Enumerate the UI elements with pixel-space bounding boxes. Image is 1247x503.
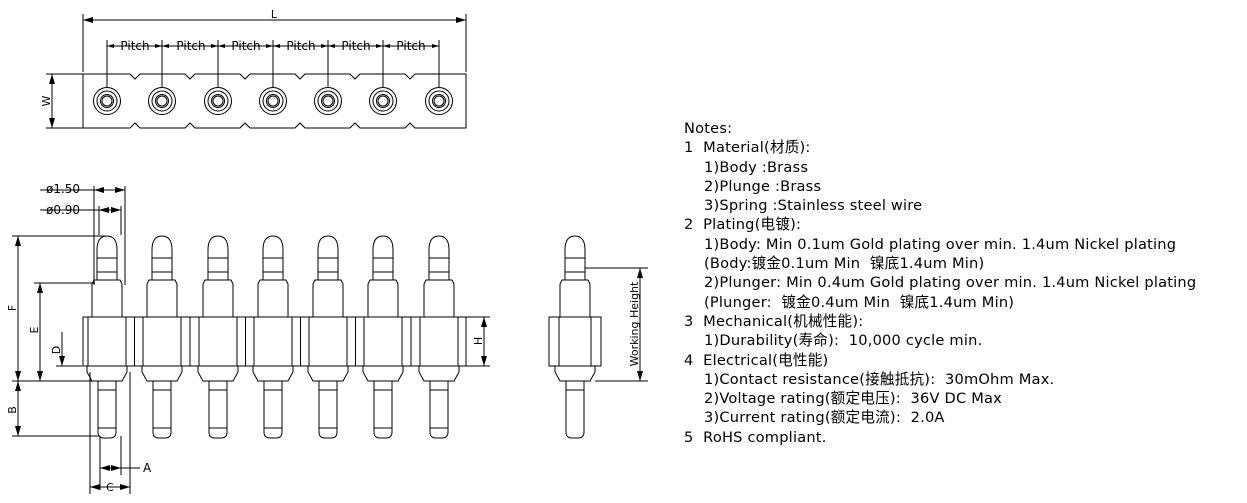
note-line: 3 Mechanical(机械性能): [684, 312, 864, 330]
dim-label-H: H [472, 337, 485, 345]
dim-label-pitch-1: Pitch [120, 39, 149, 53]
note-line: 2 Plating(电镀): [684, 216, 802, 234]
note-line: 2)Plunge :Brass [704, 177, 822, 195]
pin-hole [93, 87, 121, 115]
pin-hole [369, 87, 397, 115]
dim-label-pitch-6: Pitch [396, 39, 425, 53]
pogo-pin [197, 235, 239, 439]
dim-label-pitch-2: Pitch [176, 39, 205, 53]
dim-label-d150: ø1.50 [46, 182, 80, 196]
pogo-pin [86, 235, 128, 439]
insulator-body [82, 316, 467, 367]
dim-label-B: B [6, 406, 19, 414]
dim-label-working-height: Working Height [628, 281, 641, 366]
note-line: 2)Voltage rating(额定电压): 36V DC Max [704, 390, 1002, 408]
pogo-pin [362, 235, 404, 439]
note-line: Notes: [684, 120, 733, 137]
note-line: 2)Plunger: Min 0.4um Gold plating over m… [704, 274, 1197, 292]
dim-label-W: W [40, 95, 53, 106]
pin-hole [259, 87, 287, 115]
dim-label-pitch-5: Pitch [341, 39, 370, 53]
pogo-pin [252, 235, 294, 439]
note-line: 1)Body: Min 0.1um Gold plating over min.… [704, 235, 1177, 253]
pogo-pin [141, 235, 183, 439]
note-line: 1)Contact resistance(接触抵抗): 30mOhm Max. [704, 370, 1055, 388]
dim-label-F: F [6, 305, 19, 311]
note-line: 1 Material(材质): [684, 139, 811, 157]
front-view: ø1.50 ø0.90 F E D B [6, 182, 490, 494]
pogo-pin [418, 235, 460, 439]
dim-label-C: C [106, 481, 114, 494]
pin-hole [425, 87, 453, 115]
dim-label-d090: ø0.90 [46, 203, 80, 217]
note-line: 3)Spring :Stainless steel wire [704, 197, 923, 215]
pin-hole [148, 87, 176, 115]
dim-label-A: A [143, 461, 152, 475]
note-line: 1)Body :Brass [704, 158, 809, 176]
side-view: Working Height [548, 235, 648, 439]
note-line: (Plunger: 镀金0.4um Min 镍底1.4um Min) [704, 293, 1015, 311]
note-line: (Body:镀金0.1um Min 镍底1.4um Min) [704, 255, 985, 273]
dim-label-pitch-3: Pitch [231, 39, 260, 53]
dim-label-pitch-4: Pitch [286, 39, 315, 53]
pogo-pin [307, 235, 349, 439]
top-view: L Pitch Pitch Pitch Pitch Pitch Pitch W [40, 8, 467, 129]
dim-label-L: L [271, 8, 278, 21]
pin-hole [314, 87, 342, 115]
dim-label-D: D [50, 346, 63, 354]
note-line: 1)Durability(寿命): 10,000 cycle min. [704, 332, 983, 350]
note-line: 4 Electrical(电性能) [684, 351, 829, 369]
pin-hole [204, 87, 232, 115]
note-line: 5 RoHS compliant. [684, 428, 827, 446]
note-line: 3)Current rating(额定电流): 2.0A [704, 409, 945, 427]
dim-label-E: E [28, 326, 41, 333]
connector-strip-outline [82, 73, 467, 129]
